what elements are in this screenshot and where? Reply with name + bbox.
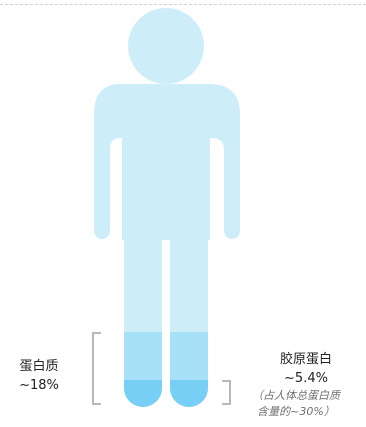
collagen-bracket bbox=[222, 380, 231, 405]
protein-value: ~18% bbox=[19, 378, 59, 393]
collagen-note: （占人体总蛋白质 含量的~30%） bbox=[226, 388, 366, 420]
collagen-note-line1: （占人体总蛋白质 bbox=[252, 389, 340, 402]
collagen-name: 胶原蛋白 bbox=[279, 352, 332, 367]
collagen-band bbox=[124, 380, 208, 407]
collagen-note-line2: 含量的~30%） bbox=[257, 405, 335, 418]
top-divider bbox=[0, 4, 366, 5]
collagen-value: ~5.4% bbox=[284, 371, 328, 386]
protein-name: 蛋白质 bbox=[19, 359, 59, 374]
protein-label: 蛋白质 ~18% bbox=[4, 357, 74, 395]
head bbox=[128, 8, 204, 84]
protein-bracket bbox=[92, 332, 101, 405]
torso-and-arms bbox=[94, 84, 240, 240]
legs bbox=[124, 236, 208, 407]
collagen-label: 胶原蛋白 ~5.4% bbox=[250, 350, 362, 388]
